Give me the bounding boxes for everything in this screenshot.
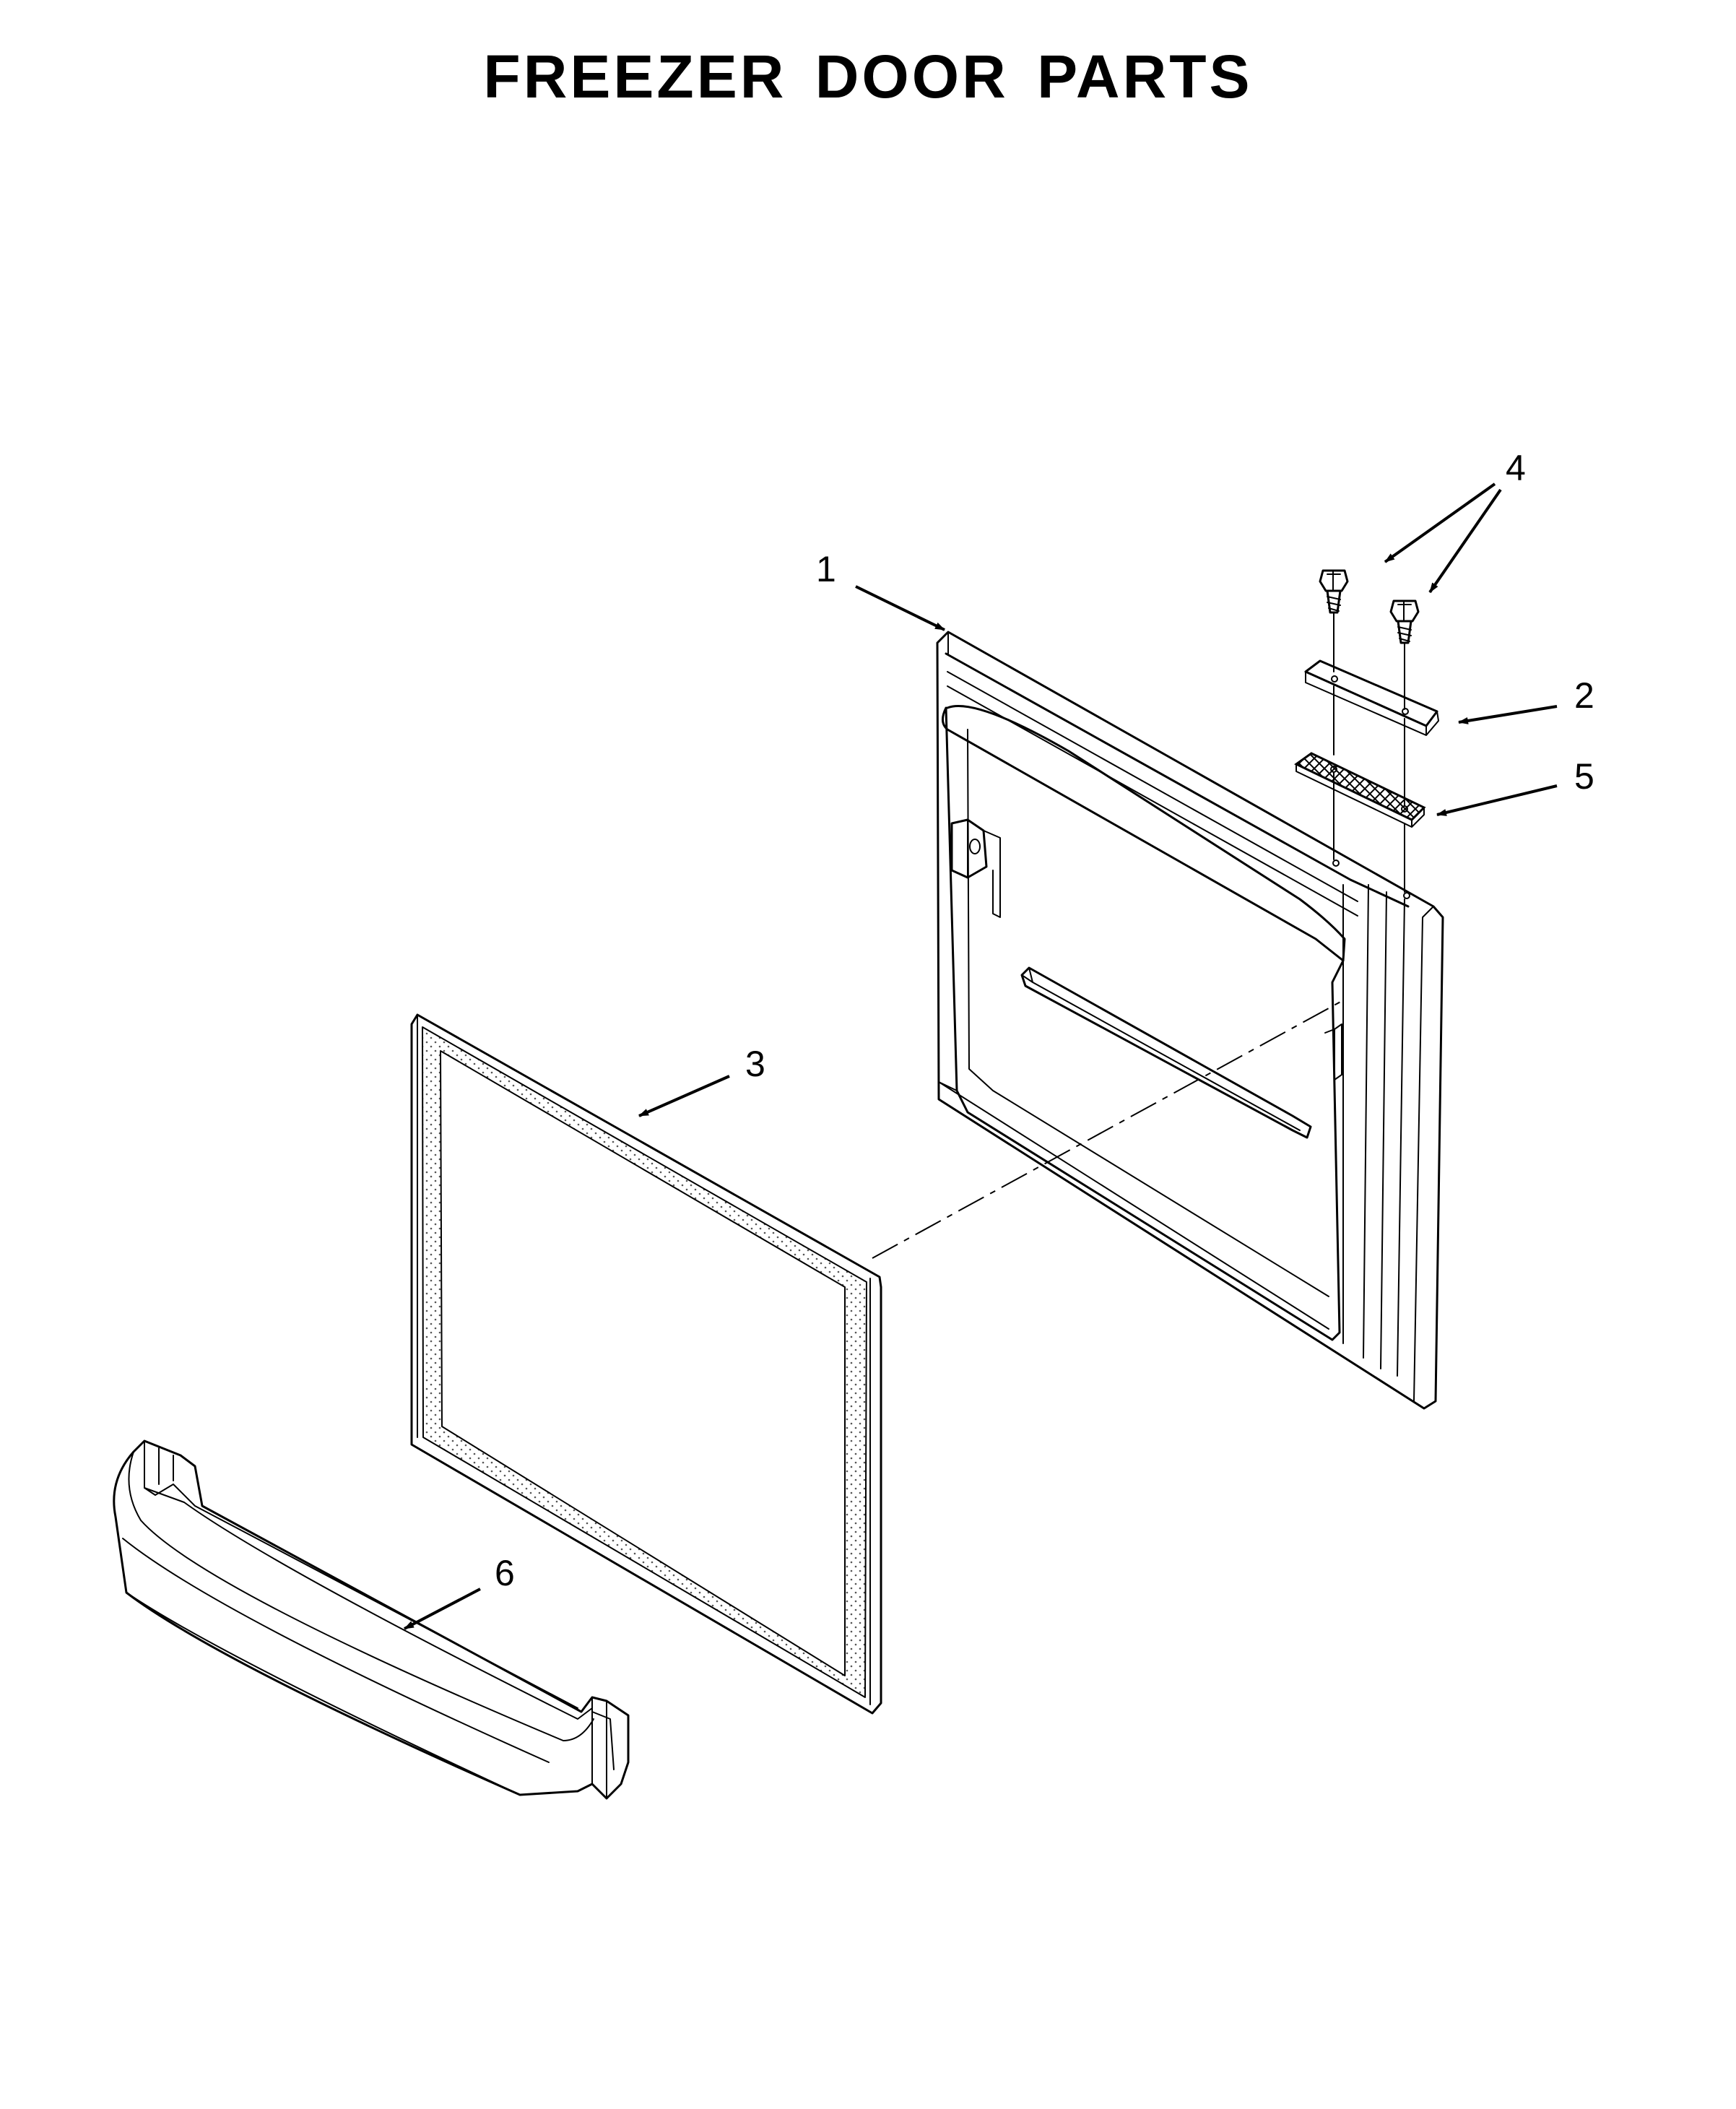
freezer-door <box>936 631 1444 1410</box>
alignment-line <box>872 1000 1344 1259</box>
page-title: FREEZER DOOR PARTS <box>483 43 1253 111</box>
assembly-lines <box>1330 612 1408 893</box>
callout-2: 2 <box>1574 675 1594 716</box>
callout-4: 4 <box>1506 448 1526 488</box>
callout-1: 1 <box>816 549 836 589</box>
callout-3: 3 <box>745 1044 765 1084</box>
door-shelf-bin <box>113 1439 630 1800</box>
hinge-screws <box>1319 569 1420 644</box>
screw-right <box>1389 599 1420 644</box>
hinge-plate <box>1304 659 1439 736</box>
hinge-shim <box>1294 752 1426 828</box>
callout-6: 6 <box>495 1553 515 1593</box>
callout-arrows <box>404 482 1558 1630</box>
door-gasket <box>410 1013 882 1715</box>
screw-left <box>1319 569 1349 614</box>
callout-5: 5 <box>1574 756 1594 797</box>
